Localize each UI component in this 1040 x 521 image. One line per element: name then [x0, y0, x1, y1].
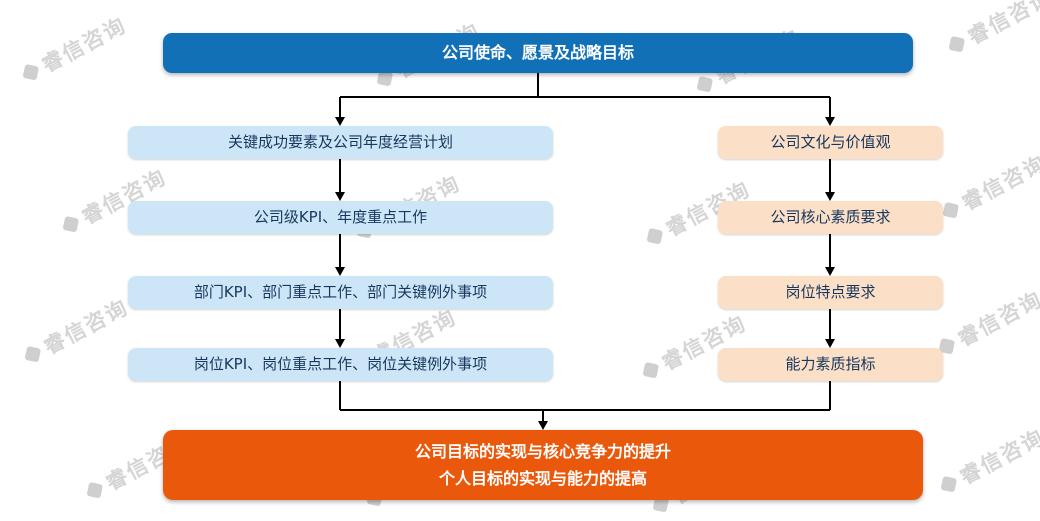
node-label: 公司级KPI、年度重点工作: [253, 208, 428, 227]
node-label: 能力素质指标: [785, 355, 876, 374]
connector-lines: [339, 73, 831, 421]
arrowhead-right-3: [825, 267, 835, 276]
node-goal-achievement: 公司目标的实现与核心竞争力的提升 个人目标的实现与能力的提高: [163, 430, 923, 500]
connector-arrowheads: [335, 117, 835, 430]
arrowhead-left-4: [335, 339, 345, 348]
node-department-kpi: 部门KPI、部门重点工作、部门关键例外事项: [128, 276, 553, 309]
node-key-success-factors: 关键成功要素及公司年度经营计划: [128, 126, 553, 159]
arrowhead-right-2: [825, 192, 835, 201]
node-label-line1: 公司目标的实现与核心竞争力的提升: [414, 441, 671, 461]
arrowhead-left-2: [335, 192, 345, 201]
arrowhead-right-1: [825, 117, 835, 126]
node-label: 公司使命、愿景及战略目标: [441, 43, 634, 62]
node-competency-indicators: 能力素质指标: [718, 348, 943, 381]
node-label: 公司文化与价值观: [770, 133, 891, 152]
node-label: 部门KPI、部门重点工作、部门关键例外事项: [193, 283, 488, 302]
node-position-requirements: 岗位特点要求: [718, 276, 943, 309]
arrowhead-left-1: [335, 117, 345, 126]
node-label: 公司核心素质要求: [770, 208, 891, 227]
arrowhead-right-4: [825, 339, 835, 348]
node-label-line2: 个人目标的实现与能力的提高: [438, 468, 647, 488]
arrowhead-left-3: [335, 267, 345, 276]
node-core-competency-requirements: 公司核心素质要求: [718, 201, 943, 234]
node-position-kpi: 岗位KPI、岗位重点工作、岗位关键例外事项: [128, 348, 553, 381]
node-company-kpi: 公司级KPI、年度重点工作: [128, 201, 553, 234]
node-company-culture-values: 公司文化与价值观: [718, 126, 943, 159]
node-label: 关键成功要素及公司年度经营计划: [227, 133, 453, 152]
arrowhead-bottom: [538, 421, 548, 430]
node-mission-vision-strategy: 公司使命、愿景及战略目标: [163, 33, 913, 73]
node-label: 岗位KPI、岗位重点工作、岗位关键例外事项: [193, 355, 488, 374]
node-label: 岗位特点要求: [785, 283, 876, 302]
